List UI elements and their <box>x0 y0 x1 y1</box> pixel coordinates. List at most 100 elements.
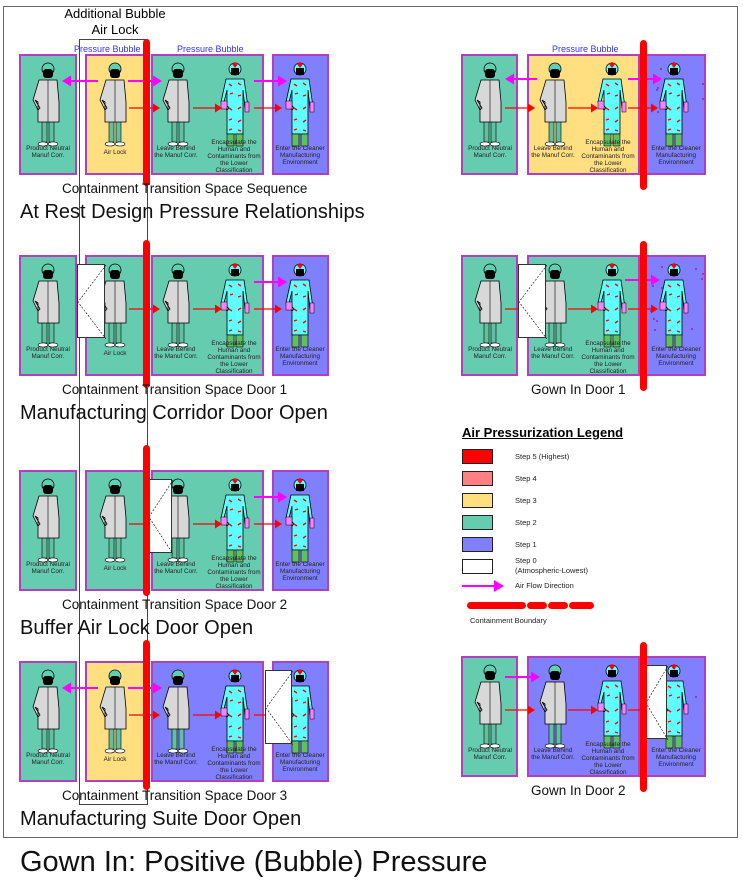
containment-boundary <box>640 40 647 190</box>
gown-figure-icon <box>28 669 68 757</box>
containment-boundary <box>640 241 647 391</box>
station-label: Enter the Cleaner Manufacturing Environm… <box>651 346 701 367</box>
scenario-caption: Containment Transition Space Door 2 <box>62 597 288 612</box>
contaminant-dot <box>701 272 704 275</box>
cleanroom-suit-figure-icon <box>280 62 320 150</box>
gown-figure-icon <box>470 664 510 752</box>
containment-boundary <box>640 642 647 792</box>
scenario-caption: Containment Transition Space Sequence <box>62 181 308 196</box>
cleanroom-suit-figure-icon <box>654 263 694 351</box>
movement-arrow <box>628 103 658 113</box>
contaminant-dot <box>656 88 659 91</box>
gown-figure-icon <box>470 263 510 351</box>
gown-figure-icon <box>28 478 68 566</box>
legend-item-label: Step 0 <box>515 556 537 565</box>
station-label: Encapsulate the Human and Contaminants f… <box>581 340 635 375</box>
scenario-title: Manufacturing Corridor Door Open <box>20 402 328 424</box>
station-label: Leave Behind the Manuf Corr. <box>154 145 198 159</box>
movement-arrow <box>505 705 535 715</box>
pressure-bubble-label: Pressure Bubble <box>552 44 619 54</box>
station-label: Enter the Cleaner Manufacturing Environm… <box>275 145 325 166</box>
contaminant-dot <box>695 696 698 699</box>
diagram-frame <box>3 6 738 838</box>
additional-airlock-outline <box>79 39 148 805</box>
airflow-arrow <box>62 75 98 87</box>
legend-swatch-step-2 <box>462 515 493 530</box>
station-label: Product Neutral Manuf Corr. <box>468 747 512 761</box>
gown-figure-icon <box>95 669 135 757</box>
door-swing-lines <box>265 670 294 746</box>
contaminant-dot <box>656 319 659 322</box>
airflow-arrow <box>505 671 540 683</box>
scenario-title: Manufacturing Suite Door Open <box>20 808 302 830</box>
airflow-arrow-icon <box>462 580 504 592</box>
legend: Air Pressurization Legend Step 5 (Highes… <box>460 425 660 635</box>
gown-figure-icon <box>158 62 198 150</box>
contaminant-dot <box>701 82 704 85</box>
movement-arrow <box>193 519 222 529</box>
station-label: Encapsulate the Human and Contaminants f… <box>581 741 635 776</box>
legend-item-label: Step 4 <box>515 474 537 483</box>
station-label: Encapsulate the Human and Contaminants f… <box>207 139 261 174</box>
airflow-arrow <box>62 682 98 694</box>
station-label: Encapsulate the Human and Contaminants f… <box>207 746 261 781</box>
legend-item-sublabel: (Atmospheric-Lowest) <box>515 566 588 575</box>
cleanroom-suit-figure-icon <box>215 62 255 150</box>
contaminant-dot <box>661 265 664 268</box>
scenario-caption: Gown In Door 2 <box>531 783 626 798</box>
station-label: Encapsulate the Human and Contaminants f… <box>581 139 635 174</box>
contaminant-dot <box>694 267 697 270</box>
contaminant-dot <box>701 97 704 100</box>
cleanroom-suit-figure-icon <box>215 669 255 757</box>
open-door <box>265 670 294 746</box>
scenario-caption: Containment Transition Space Door 3 <box>62 788 288 803</box>
legend-swatch-step-5 <box>462 449 493 464</box>
legend-item-label: Step 1 <box>515 540 537 549</box>
open-door <box>148 479 174 555</box>
station-label: Product Neutral Manuf Corr. <box>26 346 70 360</box>
contaminant-dot <box>653 329 656 332</box>
containment-boundary <box>143 445 150 596</box>
station-label: Enter the Cleaner Manufacturing Environm… <box>651 747 701 768</box>
movement-arrow <box>568 705 598 715</box>
movement-arrow <box>193 103 222 113</box>
scenario-title: Buffer Air Lock Door Open <box>20 617 254 639</box>
station-label: Leave Behind the Manuf Corr. <box>154 561 198 575</box>
airflow-arrow <box>254 75 287 87</box>
station-label: Air Lock <box>103 350 127 357</box>
legend-item-label: Step 5 (Highest) <box>515 452 570 461</box>
legend-title: Air Pressurization Legend <box>462 425 624 440</box>
containment-boundary <box>143 640 150 790</box>
station-label: Leave Behind the Manuf Corr. <box>154 346 198 360</box>
movement-arrow <box>628 304 658 314</box>
open-door <box>518 264 548 340</box>
station-label: Product Neutral Manuf Corr. <box>26 752 70 766</box>
gown-figure-icon <box>28 263 68 351</box>
cleanroom-suit-figure-icon <box>280 669 320 757</box>
station-label: Encapsulate the Human and Contaminants f… <box>207 555 261 590</box>
pressure-bubble-label: Pressure Bubble <box>74 44 141 54</box>
contaminant-dot <box>657 86 660 89</box>
station-label: Leave Behind the Manuf Corr. <box>531 747 575 761</box>
legend-item-label: Step 2 <box>515 518 537 527</box>
station-label: Product Neutral Manuf Corr. <box>26 561 70 575</box>
contaminant-dot <box>656 110 659 113</box>
door-swing-lines <box>148 479 174 555</box>
contaminant-dot <box>653 318 656 321</box>
movement-arrow <box>254 103 282 113</box>
main-title: Gown In: Positive (Bubble) Pressure <box>20 846 488 878</box>
station-label: Leave Behind the Manuf Corr. <box>531 346 575 360</box>
containment-boundary <box>143 240 150 388</box>
containment-boundary-symbol <box>467 602 594 609</box>
movement-arrow <box>193 304 222 314</box>
movement-arrow <box>254 304 282 314</box>
open-door <box>77 264 107 340</box>
legend-swatch-step-4 <box>462 471 493 486</box>
scenario-caption: Containment Transition Space Door 1 <box>62 382 288 397</box>
station-label: Air Lock <box>103 756 127 763</box>
scenario-caption: Gown In Door 1 <box>531 382 626 397</box>
cleanroom-suit-figure-icon <box>215 263 255 351</box>
cleanroom-suit-figure-icon <box>280 478 320 566</box>
door-swing-lines <box>77 264 107 340</box>
